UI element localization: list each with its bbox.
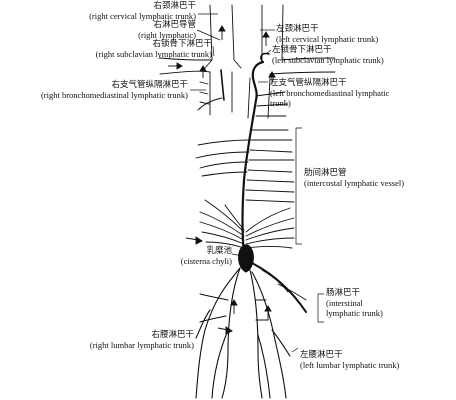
label-right-bronchomediastinal-trunk: 右支气管纵隔淋巴干 (right bronchomediastinal lymp… bbox=[40, 80, 188, 100]
flow-arrows bbox=[168, 25, 276, 335]
intercostal-vessels-lower bbox=[199, 199, 295, 249]
right-bronchomediastinal-branches bbox=[197, 81, 223, 111]
intestinal-trunk bbox=[249, 261, 307, 313]
thoracic-duct bbox=[241, 60, 265, 257]
label-left-lumbar-trunk: 左腰淋巴干 (left lumbar lymphatic trunk) bbox=[300, 350, 400, 370]
label-intestinal-trunk: 肠淋巴干 (interstinal lymphatic trunk) bbox=[326, 288, 383, 318]
label-left-cervical-trunk: 左颈淋巴干 (left cervical lymphatic trunk) bbox=[276, 24, 379, 44]
leader-lines bbox=[190, 13, 324, 353]
label-right-lumbar-trunk: 右腰淋巴干 (right lumbar lymphatic trunk) bbox=[89, 330, 194, 350]
intercostal-vessels-upper bbox=[195, 129, 295, 203]
label-left-bronchomediastinal-trunk: 左支气管纵隔淋巴干 (left bronchomediastinal lymph… bbox=[270, 78, 390, 108]
left-bronchomediastinal-branches bbox=[255, 91, 289, 117]
label-right-lymphatic-duct: 右淋巴导管 (right lymphatic) bbox=[138, 20, 196, 40]
cisterna-chyli bbox=[238, 244, 254, 273]
brachiocephalic-veins bbox=[209, 71, 271, 119]
label-intercostal-vessel: 肋间淋巴管 (intercostal lymphatic vessel) bbox=[304, 168, 405, 188]
left-lumbar-trunk bbox=[249, 269, 291, 399]
label-right-cervical-trunk: 右颈淋巴干 (right cervical lymphatic trunk) bbox=[89, 1, 196, 21]
right-lumbar-trunk bbox=[195, 267, 241, 399]
label-left-subclavian-trunk: 左锁骨下淋巴干 (left subclavian lymphatic trunk… bbox=[272, 45, 384, 65]
label-right-subclavian-trunk: 右锁骨下淋巴干 (right subclavian lymphatic trun… bbox=[95, 39, 212, 59]
label-cisterna-chyli: 乳糜池 (cisterna chyli) bbox=[180, 246, 232, 266]
right-subclavian-vein bbox=[159, 57, 213, 75]
right-lymphatic-duct bbox=[220, 69, 225, 101]
left-subclavian-vein bbox=[269, 57, 336, 75]
